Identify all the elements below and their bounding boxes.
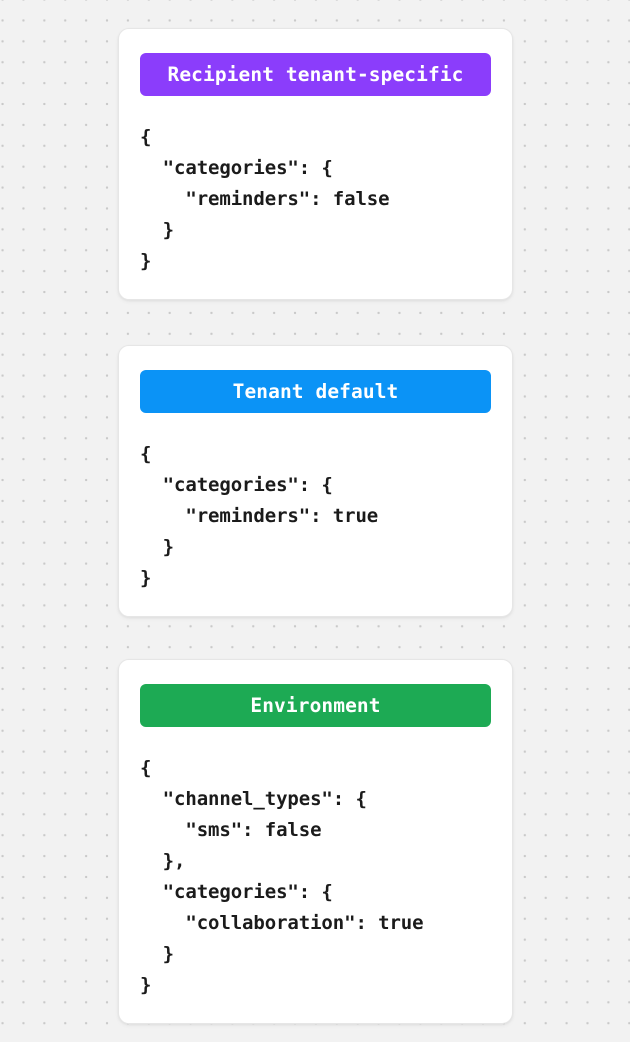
layer-badge-environment: Environment	[140, 684, 491, 727]
layer-badge-tenant-default: Tenant default	[140, 370, 491, 413]
layer-json-recipient-tenant-specific: { "categories": { "reminders": false } }	[140, 126, 390, 272]
preference-layer-card-recipient: Recipient tenant-specific { "categories"…	[118, 28, 513, 300]
layer-badge-recipient-tenant-specific: Recipient tenant-specific	[140, 53, 491, 96]
preference-layer-card-environment: Environment { "channel_types": { "sms": …	[118, 659, 513, 1024]
layer-json-environment: { "channel_types": { "sms": false }, "ca…	[140, 757, 424, 996]
layer-json-tenant-default: { "categories": { "reminders": true } }	[140, 443, 379, 589]
preference-layer-stack: Recipient tenant-specific { "categories"…	[118, 28, 513, 1024]
preference-layer-card-tenant-default: Tenant default { "categories": { "remind…	[118, 345, 513, 617]
